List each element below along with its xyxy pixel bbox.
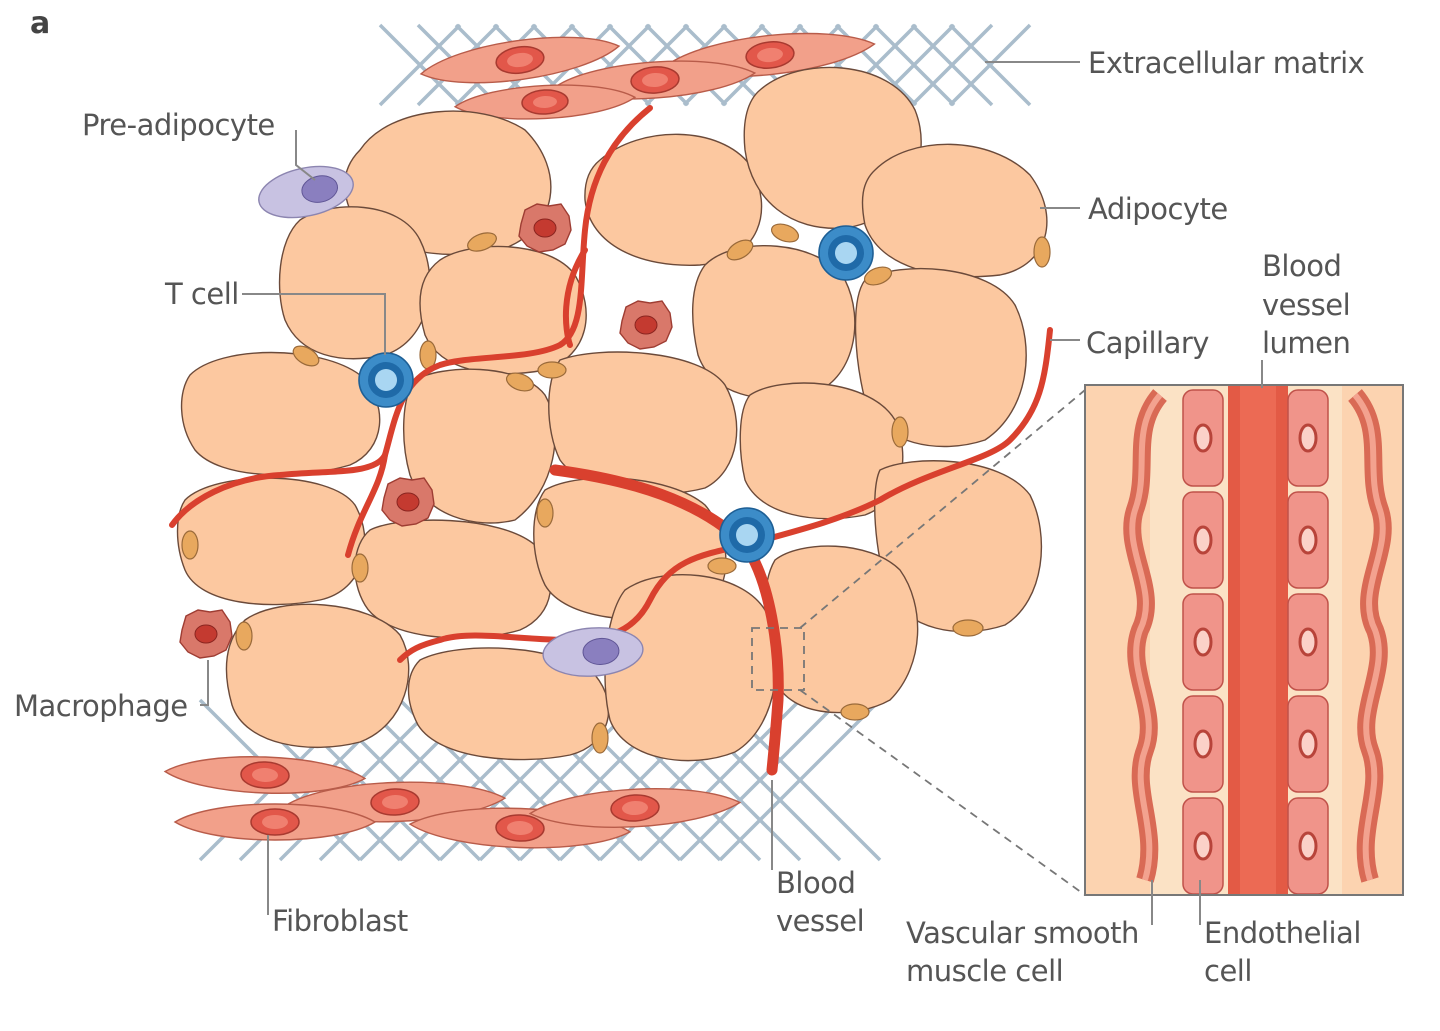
adipocyte	[225, 603, 410, 748]
adipocyte	[354, 519, 552, 639]
endothelial-nucleus	[1193, 627, 1213, 657]
adipocyte-nucleus	[770, 223, 800, 243]
label-fibroblast: Fibroblast	[272, 904, 408, 938]
smooth-muscle-right	[1347, 389, 1392, 883]
t-cell	[719, 507, 775, 563]
adipocyte	[548, 351, 738, 495]
ecm-fiber	[678, 698, 842, 862]
ecm-fiber	[378, 23, 462, 107]
labels: Extracellular matrix Pre-adipocyte Adipo…	[14, 46, 1365, 988]
label-blood-vessel-1: Blood	[776, 866, 855, 900]
endothelial-cells	[1182, 389, 1329, 895]
fibroblast-cell	[453, 84, 637, 120]
adipocyte-nucleus	[840, 703, 870, 721]
adipocyte	[180, 351, 381, 476]
endothelial-nucleus	[1298, 525, 1318, 555]
pre-adipocyte-cell	[542, 627, 644, 677]
blood-vessel-inset	[1084, 384, 1404, 896]
label-endothelial-cell-2: cell	[1204, 954, 1252, 988]
adipocyte-cluster	[176, 66, 1051, 762]
endothelial-nucleus	[1298, 831, 1318, 861]
label-adipocyte: Adipocyte	[1088, 192, 1228, 226]
macrophage-cell	[619, 300, 673, 350]
adipocyte-nucleus	[863, 266, 893, 286]
smooth-muscle-left	[1123, 389, 1168, 883]
endothelial-nucleus	[1298, 729, 1318, 759]
label-vascular-smooth-muscle-1: Vascular smooth	[906, 916, 1139, 950]
adipocyte-nucleus	[891, 416, 909, 448]
endothelial-nucleus	[1298, 423, 1318, 453]
endothelial-nucleus	[1193, 831, 1213, 861]
adipocyte-nucleus	[726, 239, 754, 261]
adipocyte-nucleus	[707, 557, 737, 575]
adipocyte-nucleus	[351, 553, 369, 583]
label-macrophage: Macrophage	[14, 689, 188, 723]
adipocyte-nucleus	[1033, 236, 1051, 268]
t-cells	[358, 225, 874, 563]
label-blood-vessel-lumen-2: vessel	[1262, 288, 1350, 322]
ecm-fiber	[718, 698, 882, 862]
ecm-fiber	[948, 23, 1032, 107]
macrophage-cell	[381, 477, 435, 527]
adipocyte-nucleus	[952, 619, 984, 637]
panel-letter: a	[30, 6, 50, 41]
endothelial-nucleus	[1193, 729, 1213, 759]
adipocyte	[854, 267, 1027, 448]
fibroblast-cell	[163, 756, 367, 794]
label-pre-adipocyte: Pre-adipocyte	[82, 108, 275, 142]
adipocyte	[763, 545, 919, 714]
endothelial-nucleus	[1193, 525, 1213, 555]
label-endothelial-cell-1: Endothelial	[1204, 916, 1361, 950]
endothelial-nucleus	[1193, 423, 1213, 453]
label-capillary: Capillary	[1086, 326, 1209, 360]
t-cell	[818, 225, 874, 281]
pre-adipocytes	[258, 165, 644, 677]
adipocyte	[176, 477, 366, 606]
fibroblast-layer-bottom	[163, 756, 742, 849]
adipocyte	[403, 368, 556, 524]
adipocyte	[739, 382, 904, 520]
label-vascular-smooth-muscle-2: muscle cell	[906, 954, 1063, 988]
adipocyte	[604, 574, 777, 762]
macrophage-cell	[179, 609, 233, 659]
ecm-fiber	[910, 23, 994, 107]
fibroblast-layer-top	[419, 32, 876, 120]
macrophages	[179, 203, 673, 659]
zoom-indicator	[751, 389, 1086, 896]
adipocyte	[861, 143, 1048, 278]
t-cell	[358, 352, 414, 408]
adipocyte-nucleus	[181, 530, 199, 560]
adipocyte-nucleus	[536, 498, 554, 528]
adipocyte-nucleus	[537, 361, 567, 379]
adipocyte-nucleus	[505, 372, 535, 392]
label-blood-vessel-lumen-3: lumen	[1262, 326, 1350, 360]
label-blood-vessel-2: vessel	[776, 904, 864, 938]
label-extracellular-matrix: Extracellular matrix	[1088, 46, 1365, 80]
adipocyte	[278, 206, 431, 360]
fibroblast-cell	[173, 803, 377, 841]
pre-adipocyte-cell	[258, 165, 354, 219]
macrophage-cell	[518, 203, 572, 253]
adipocyte-nucleus	[591, 722, 609, 754]
adipocyte	[407, 647, 610, 761]
label-t-cell: T cell	[164, 277, 239, 311]
label-blood-vessel-lumen-1: Blood	[1262, 249, 1341, 283]
fibroblast-cell	[528, 788, 742, 828]
endothelial-nucleus	[1298, 627, 1318, 657]
adipocyte-nucleus	[467, 232, 497, 252]
adipocyte-nucleus	[235, 621, 253, 651]
fibroblast-cell	[419, 36, 621, 84]
adipocyte-nucleus	[292, 345, 320, 367]
leader-lines	[200, 61, 1263, 925]
